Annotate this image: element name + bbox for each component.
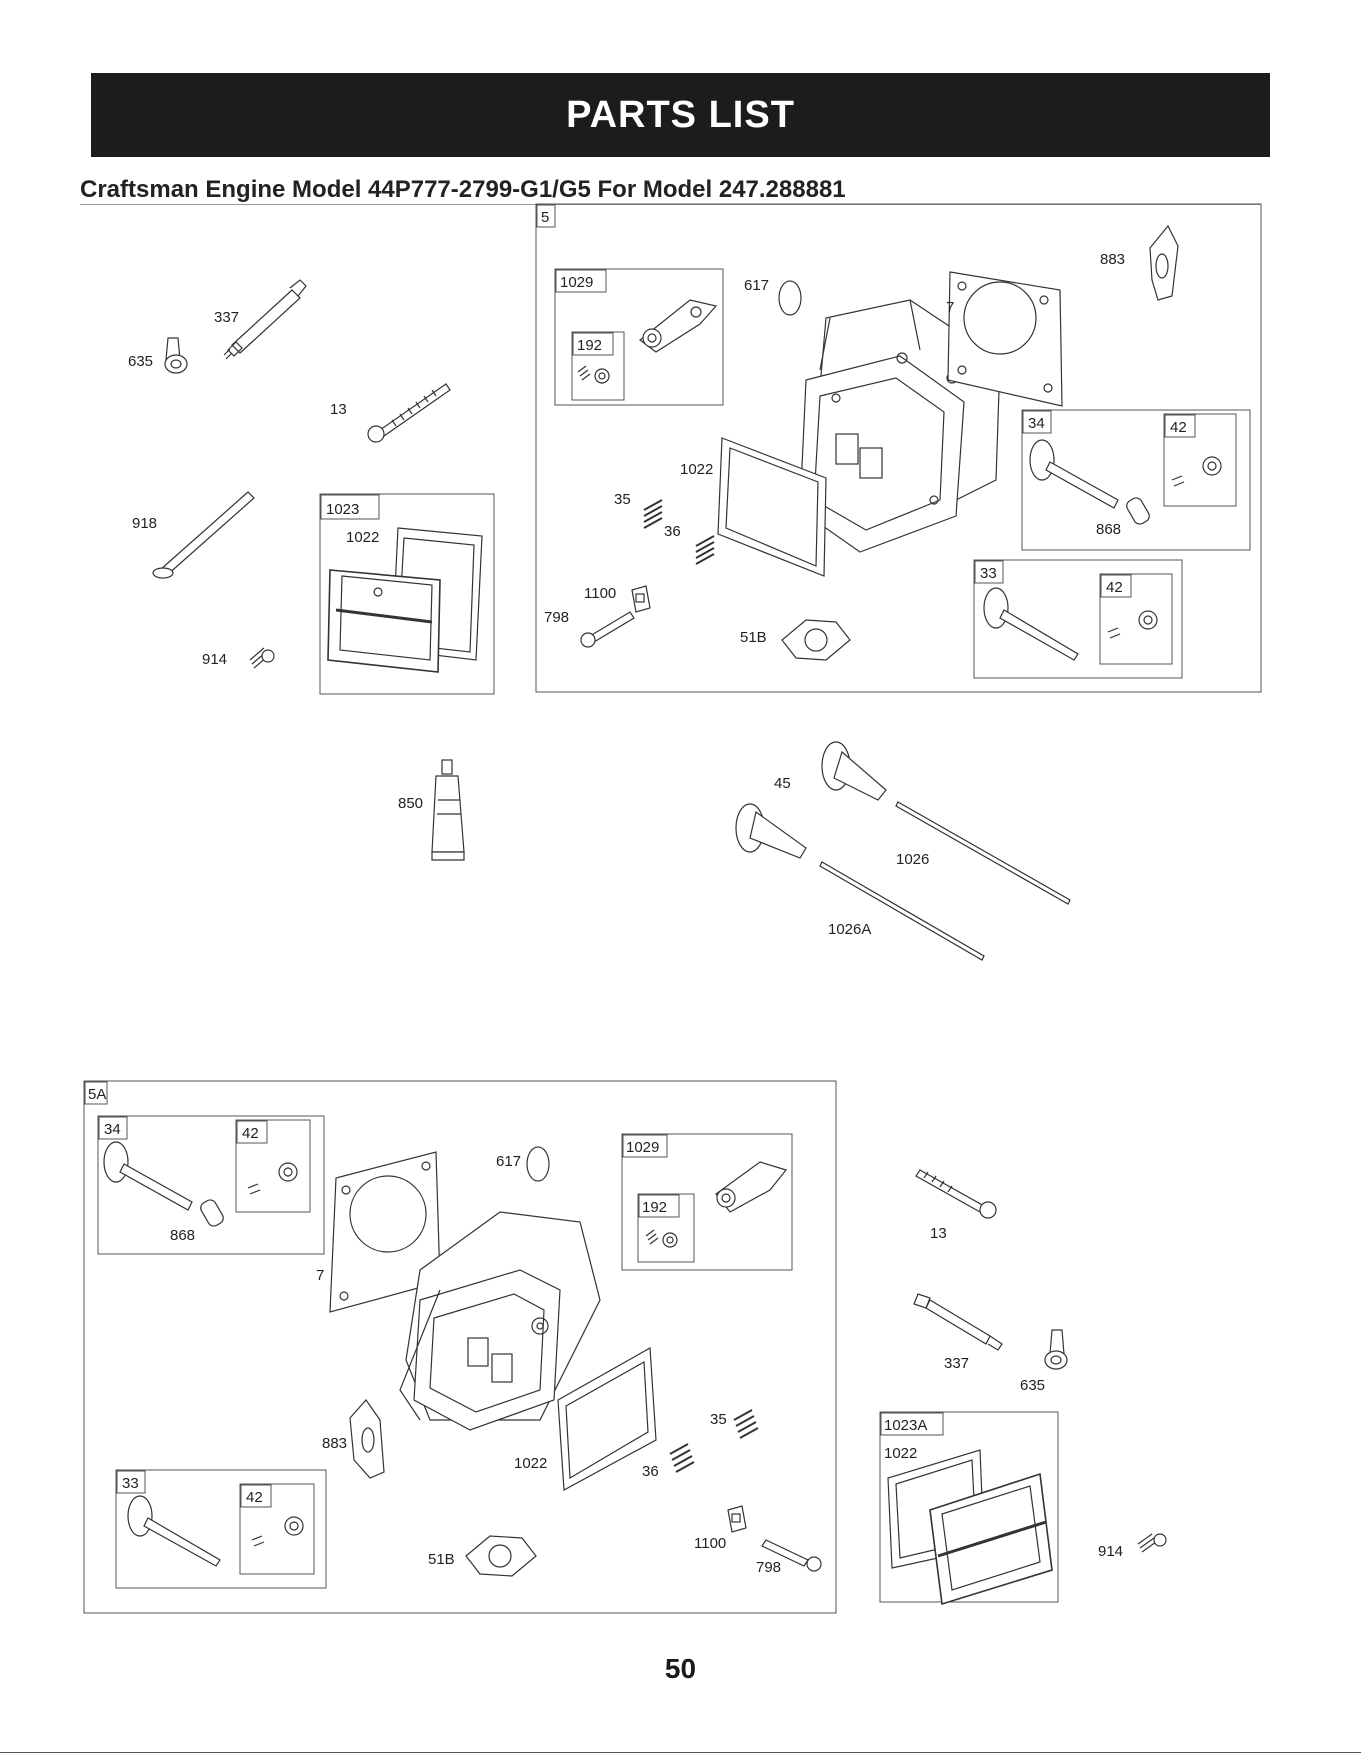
box-label-42: 42 — [242, 1125, 259, 1142]
callout-13: 13 — [330, 401, 347, 418]
intake-valve-33 — [984, 588, 1157, 660]
box-label-34: 34 — [1028, 415, 1045, 432]
rocker-nut-192-5A — [646, 1230, 677, 1247]
bolt-13-top — [368, 384, 450, 442]
callout-1026: 1026 — [896, 851, 929, 868]
valve-spring-35 — [644, 500, 662, 528]
box-label-33: 33 — [122, 1475, 139, 1492]
box-label-42: 42 — [1106, 579, 1123, 596]
callout-914: 914 — [1098, 1543, 1123, 1560]
breather-1100-5A — [728, 1506, 746, 1532]
footer-rule — [0, 1752, 1361, 1753]
box-label-1029: 1029 — [626, 1139, 659, 1156]
breather-1100 — [632, 586, 650, 612]
callout-798: 798 — [544, 609, 569, 626]
rocker-nut-192 — [578, 366, 609, 383]
spark-plug-boot-635-bottom — [1045, 1330, 1067, 1369]
callout-1100: 1100 — [694, 1535, 726, 1552]
box-label-34: 34 — [104, 1121, 121, 1138]
box-label-33: 33 — [980, 565, 997, 582]
valve-spring-36 — [696, 536, 714, 564]
intake-valve-33-5A — [128, 1496, 303, 1566]
screw-914-bottom — [1138, 1534, 1166, 1552]
callout-635: 635 — [128, 353, 153, 370]
spark-plug-boot-635 — [165, 338, 187, 373]
callout-914: 914 — [202, 651, 227, 668]
callout-45: 45 — [774, 775, 791, 792]
box-label-5: 5 — [541, 209, 549, 226]
push-rod-1026A — [820, 862, 984, 960]
page-number: 50 — [0, 1653, 1361, 1685]
o-ring-617-5A — [527, 1147, 549, 1181]
callout-868: 868 — [170, 1227, 195, 1244]
box-label-42: 42 — [246, 1489, 263, 1506]
box-label-192: 192 — [577, 337, 602, 354]
rocker-arm-1029-5A — [716, 1162, 786, 1212]
callout-1022: 1022 — [884, 1445, 917, 1462]
exhaust-gasket-883 — [1150, 226, 1178, 300]
valve-spring-36-5A — [670, 1444, 694, 1472]
exhaust-gasket-883-5A — [350, 1400, 384, 1478]
callout-51B: 51B — [428, 1551, 455, 1568]
box-label-1023A: 1023A — [884, 1417, 927, 1434]
screw-914-top — [250, 648, 274, 668]
callout-337: 337 — [214, 309, 239, 326]
dipstick-tube-918 — [153, 492, 254, 578]
callout-35: 35 — [710, 1411, 727, 1428]
callout-337: 337 — [944, 1355, 969, 1372]
callout-1026A: 1026A — [828, 921, 871, 938]
callout-35: 35 — [614, 491, 631, 508]
spark-plug-337-bottom — [914, 1294, 1002, 1350]
callout-617: 617 — [744, 277, 769, 294]
callout-850: 850 — [398, 795, 423, 812]
callout-1100: 1100 — [584, 585, 616, 602]
box-label-1023: 1023 — [326, 501, 359, 518]
intake-gasket-51B — [782, 620, 850, 660]
callout-883: 883 — [322, 1435, 347, 1452]
callout-1022: 1022 — [680, 461, 713, 478]
valve-cover-1023A — [888, 1450, 1052, 1604]
callout-868: 868 — [1096, 521, 1121, 538]
rocker-arm-1029 — [640, 300, 716, 352]
o-ring-617 — [779, 281, 801, 315]
callout-798: 798 — [756, 1559, 781, 1576]
box-label-5A: 5A — [88, 1086, 106, 1103]
callout-883: 883 — [1100, 251, 1125, 268]
callout-13: 13 — [930, 1225, 947, 1242]
sealant-tube-850 — [432, 760, 464, 860]
callout-36: 36 — [664, 523, 681, 540]
valve-spring-35-5A — [734, 1410, 758, 1438]
callout-635: 635 — [1020, 1377, 1045, 1394]
push-rod-tappet-45 — [736, 742, 886, 858]
exhaust-valve-34 — [1030, 440, 1221, 526]
valve-cover-1023 — [328, 528, 482, 672]
box-label-192: 192 — [642, 1199, 667, 1216]
callout-1022: 1022 — [346, 529, 379, 546]
callout-1022: 1022 — [514, 1455, 547, 1472]
box-label-1029: 1029 — [560, 274, 593, 291]
callout-7: 7 — [316, 1267, 324, 1284]
callout-36: 36 — [642, 1463, 659, 1480]
callout-617: 617 — [496, 1153, 521, 1170]
bolt-13-bottom — [916, 1170, 996, 1218]
exhaust-valve-34-5A — [104, 1142, 297, 1228]
callout-918: 918 — [132, 515, 157, 532]
bolt-798 — [581, 612, 634, 647]
callout-7: 7 — [946, 299, 954, 316]
intake-gasket-51B-5A — [466, 1536, 536, 1576]
box-label-42: 42 — [1170, 419, 1187, 436]
callout-51B: 51B — [740, 629, 767, 646]
